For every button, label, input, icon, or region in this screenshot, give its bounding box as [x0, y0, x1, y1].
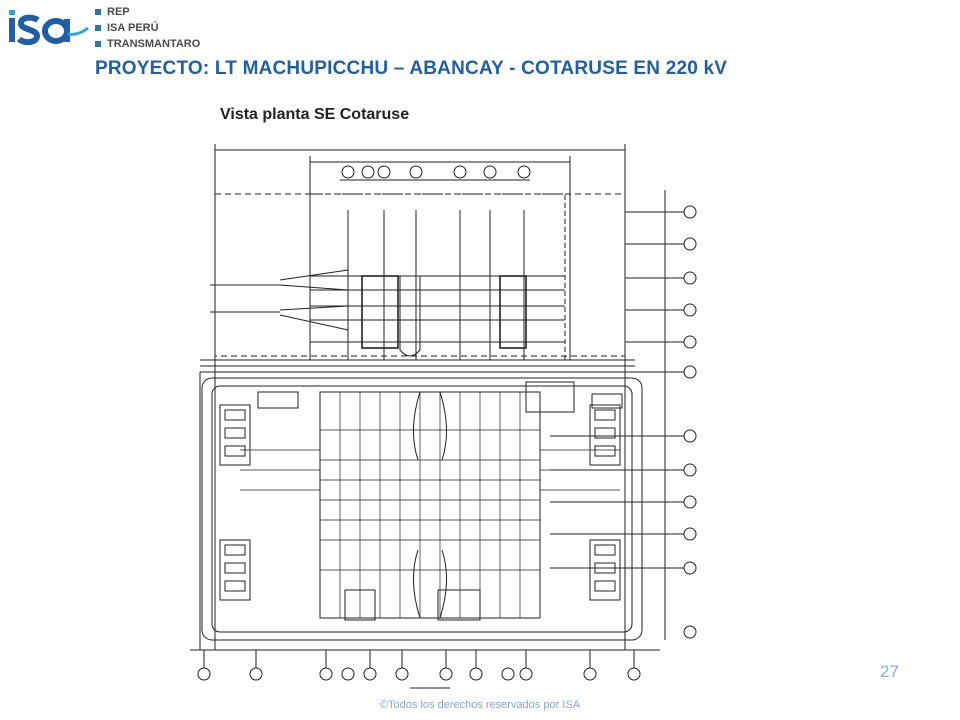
- brand-label: TRANSMANTARO: [107, 38, 201, 50]
- bullet-icon: [95, 25, 101, 31]
- brand-item: ISA PERÚ: [95, 20, 200, 36]
- slide-subtitle: Vista planta SE Cotaruse: [220, 106, 410, 123]
- page-number: 27: [880, 662, 899, 681]
- isa-logo-icon: isa: [9, 10, 89, 46]
- slide-title: PROYECTO: LT MACHUPICCHU – ABANCAY - COT…: [95, 58, 728, 79]
- brand-item: REP: [95, 4, 200, 20]
- brand-label: REP: [107, 6, 130, 18]
- brand-item: TRANSMANTARO: [95, 36, 200, 52]
- bullet-icon: [95, 41, 101, 47]
- copyright-footer: ©Todos los derechos reservados por ISA: [379, 699, 581, 711]
- bullet-icon: [95, 9, 101, 15]
- brand-list: REP ISA PERÚ TRANSMANTARO: [95, 4, 200, 52]
- substation-plan-drawing: [190, 144, 697, 689]
- brand-label: ISA PERÚ: [107, 22, 159, 34]
